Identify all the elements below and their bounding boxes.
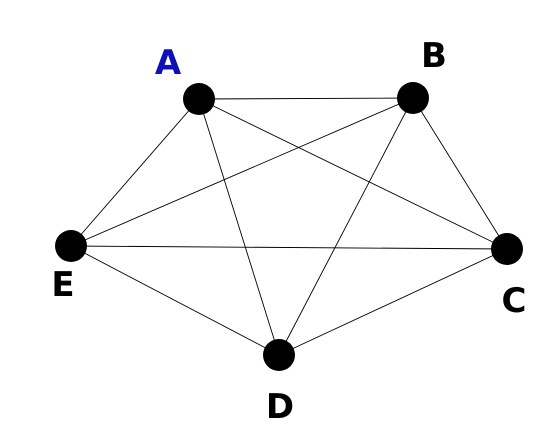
edge-d-e	[70, 245, 280, 356]
label-group: A B C D E	[51, 36, 526, 426]
node-b	[397, 82, 429, 114]
node-label-b: B	[421, 36, 447, 76]
edge-b-e	[70, 97, 414, 247]
edge-group	[70, 97, 508, 356]
node-label-a: A	[155, 43, 182, 83]
node-label-d: D	[266, 387, 294, 426]
edge-a-d	[198, 98, 280, 356]
edge-a-e	[70, 98, 200, 247]
node-label-c: C	[502, 281, 527, 321]
edge-b-c	[412, 97, 508, 250]
edge-a-c	[198, 98, 508, 250]
node-group	[55, 82, 523, 371]
node-a	[183, 83, 215, 115]
edge-a-b	[198, 97, 414, 100]
edge-c-d	[278, 248, 508, 356]
node-e	[55, 230, 87, 262]
node-d	[263, 339, 295, 371]
node-label-e: E	[51, 265, 74, 305]
edge-b-d	[278, 97, 414, 356]
edge-c-e	[70, 245, 508, 250]
node-c	[491, 233, 523, 265]
